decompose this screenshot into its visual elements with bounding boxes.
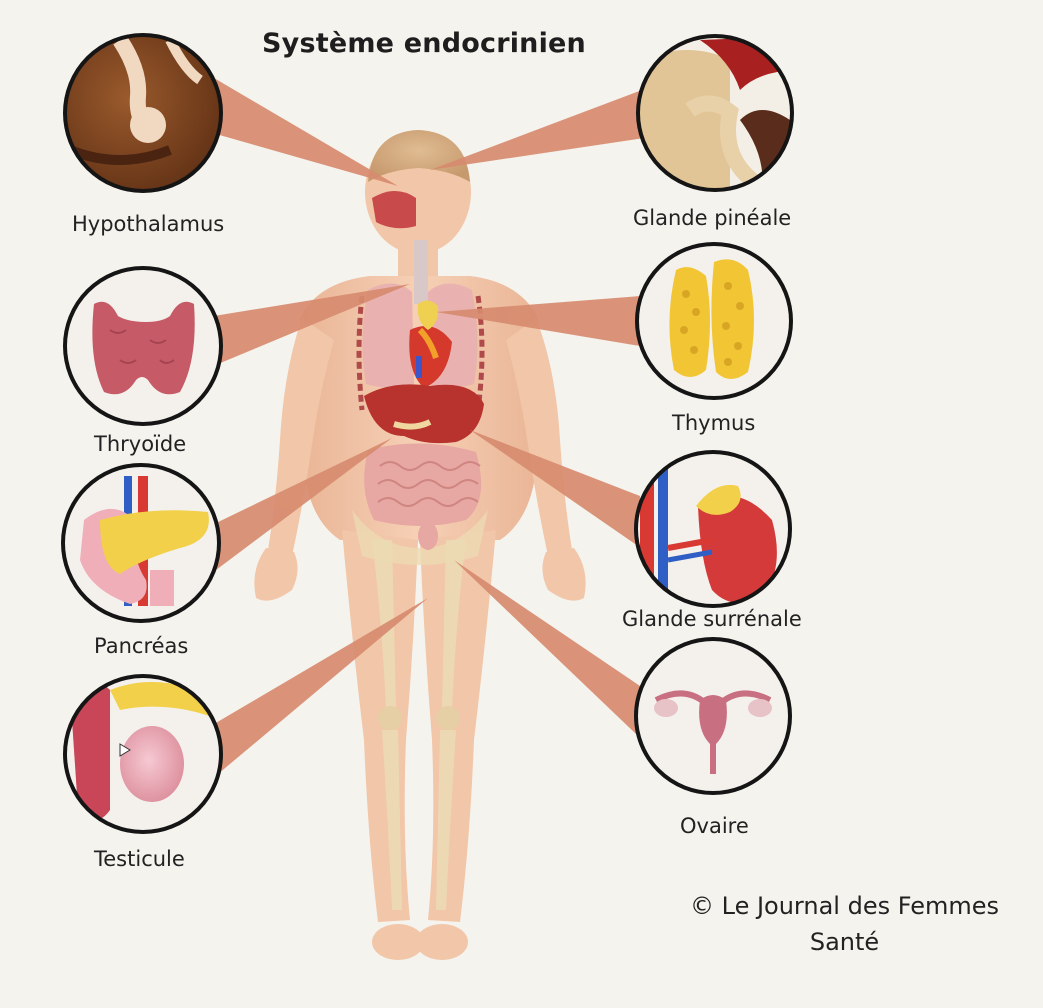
label-hypothalamus: Hypothalamus: [72, 212, 225, 236]
left-lung: [362, 283, 414, 388]
label-adrenal: Glande surrénale: [622, 607, 802, 631]
adrenal-circle: [634, 450, 792, 608]
label-ovary: Ovaire: [680, 814, 749, 838]
ovary-circle: [634, 637, 792, 795]
pointer-thymus: [436, 296, 640, 346]
pointer-testicle: [214, 598, 428, 774]
liver: [364, 384, 484, 444]
right-foot: [416, 924, 468, 960]
pointer-adrenal: [470, 430, 640, 546]
label-pineal: Glande pinéale: [633, 206, 792, 230]
label-testicle: Testicule: [94, 847, 185, 871]
left-hand: [254, 548, 298, 601]
hypothalamus-circle: [63, 33, 223, 193]
pointers: [214, 78, 644, 774]
diagram-title: Système endocrinien: [262, 28, 586, 59]
pointer-ovary: [454, 560, 640, 734]
pancreas-circle: [61, 463, 221, 623]
human-body: [254, 130, 586, 960]
testicle-circle: [63, 674, 223, 834]
copyright-credit: © Le Journal des Femmes Santé: [672, 888, 1017, 960]
pointer-pancreas: [214, 438, 392, 570]
left-foot: [372, 924, 424, 960]
label-thymus: Thymus: [672, 411, 756, 435]
pointer-pineal: [430, 90, 644, 170]
thymus-circle: [635, 242, 793, 400]
label-pancreas: Pancréas: [94, 634, 189, 658]
label-thyroid: Thryoïde: [94, 432, 187, 456]
right-arm: [506, 318, 572, 556]
credit-line-1: © Le Journal des Femmes: [689, 892, 1000, 920]
credit-line-2: Santé: [809, 928, 880, 956]
intestines: [364, 443, 482, 526]
right-hand: [542, 548, 586, 601]
pointer-thyroid: [214, 284, 410, 364]
thyroid-circle: [63, 266, 223, 426]
brain: [368, 130, 470, 182]
pineal-circle: [636, 34, 794, 192]
pointer-hypothalamus: [214, 78, 398, 186]
